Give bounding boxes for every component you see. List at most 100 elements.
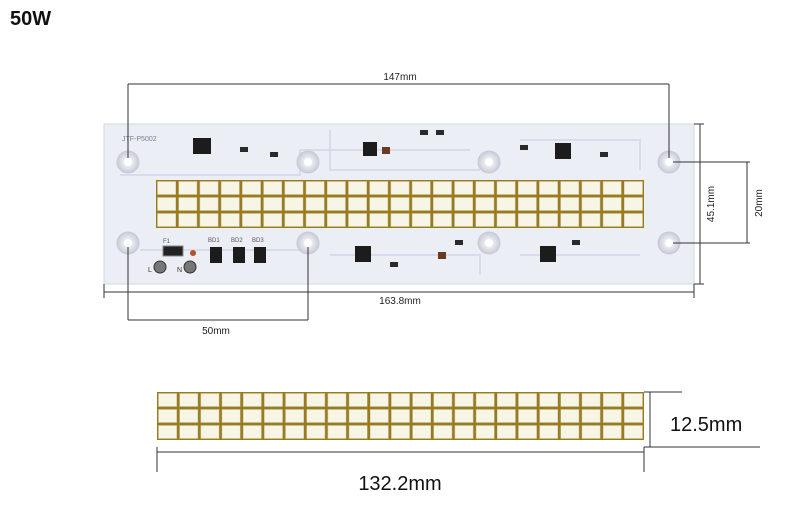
led-chip (179, 409, 199, 423)
mounting-hole (124, 158, 132, 166)
led-chip (306, 425, 326, 439)
led-chip (369, 213, 389, 227)
smd-pad (455, 240, 463, 245)
led-chip (581, 409, 601, 423)
led-chip (454, 425, 474, 439)
led-chip (284, 181, 304, 195)
led-chip (263, 213, 283, 227)
led-chip (327, 425, 347, 439)
fuse-label: F1 (163, 239, 171, 245)
led-chip (158, 393, 177, 407)
pcb-board: JTF-P5002 F1 BD1 BD2 BD3 L N (103, 123, 695, 285)
led-chip (539, 425, 559, 439)
led-chip (496, 181, 516, 195)
led-chip (220, 197, 240, 211)
capacitor (382, 147, 390, 154)
smd-pad (270, 152, 278, 157)
led-chip (369, 393, 389, 407)
terminal-label-n: N (177, 267, 182, 274)
led-chip (348, 409, 368, 423)
led-chip (497, 393, 516, 407)
mounting-hole (665, 158, 673, 166)
ic-chip (355, 246, 371, 262)
led-chip (412, 425, 432, 439)
led-chip (454, 181, 474, 195)
led-chip (581, 425, 601, 439)
led-chip (391, 393, 410, 407)
led-chip (285, 425, 304, 439)
led-chip (454, 409, 474, 423)
led-chip (391, 425, 410, 439)
led-chip (602, 425, 622, 439)
led-chip (348, 393, 368, 407)
led-chip (433, 181, 452, 195)
led-chip (264, 409, 283, 423)
led-chip (433, 393, 453, 407)
led-chip (305, 181, 325, 195)
led-chip (411, 181, 431, 195)
led-chip (560, 425, 580, 439)
led-chip (560, 197, 580, 211)
led-chip (369, 409, 389, 423)
led-length-label: 132.2mm (358, 473, 441, 495)
led-chip (221, 409, 241, 423)
terminal-label-l: L (148, 267, 152, 274)
led-chip (179, 393, 199, 407)
led-chip (560, 181, 580, 195)
led-chip (496, 197, 516, 211)
dimension-left-offset (127, 247, 309, 321)
led-chip (433, 213, 452, 227)
smd-pad (436, 130, 444, 135)
led-chip (242, 213, 261, 227)
led-chip (433, 409, 453, 423)
hole-pitch-label: 20mm (754, 189, 765, 217)
led-chip (560, 409, 580, 423)
mounting-hole (665, 239, 673, 247)
led-chip (242, 181, 261, 195)
led-chip (157, 197, 176, 211)
led-chip (602, 393, 622, 407)
led-chip (263, 181, 283, 195)
led-chip (411, 197, 431, 211)
bridge-rectifier (210, 247, 222, 263)
led-chip (624, 393, 643, 407)
led-chip (475, 181, 495, 195)
led-width-label: 12.5mm (670, 414, 742, 436)
led-chip (624, 197, 643, 211)
smd-pad (600, 152, 608, 157)
bridge-rectifier (233, 247, 245, 263)
wire-terminal (153, 260, 167, 274)
led-chip (624, 409, 643, 423)
smd-pad (240, 147, 248, 152)
smd-pad (420, 130, 428, 135)
led-chip (264, 393, 283, 407)
smd-pad (390, 262, 398, 267)
led-chip (581, 393, 601, 407)
board-length-label: 163.8mm (379, 296, 421, 307)
bridge-label: BD1 (208, 238, 220, 244)
components (153, 130, 608, 274)
led-chip (624, 181, 643, 195)
led-chip (390, 181, 410, 195)
led-chip (305, 213, 325, 227)
led-chip (390, 197, 410, 211)
led-chip (348, 181, 367, 195)
led-chip (220, 181, 240, 195)
led-chip (391, 409, 410, 423)
led-chip (178, 197, 198, 211)
led-chip (348, 425, 368, 439)
board-led-array (156, 180, 644, 228)
led-chip (327, 393, 347, 407)
mounting-hole (485, 239, 493, 247)
hole-span-label: 147mm (383, 72, 416, 83)
led-chip (158, 409, 177, 423)
led-chip (284, 197, 304, 211)
led-chip (581, 197, 601, 211)
led-chip (581, 213, 601, 227)
led-chip (412, 393, 432, 407)
board-silkscreen: JTF-P5002 (122, 136, 157, 143)
dimension-hole-pitch (673, 161, 750, 244)
led-chip (539, 409, 559, 423)
dimension-led-length (156, 447, 645, 472)
